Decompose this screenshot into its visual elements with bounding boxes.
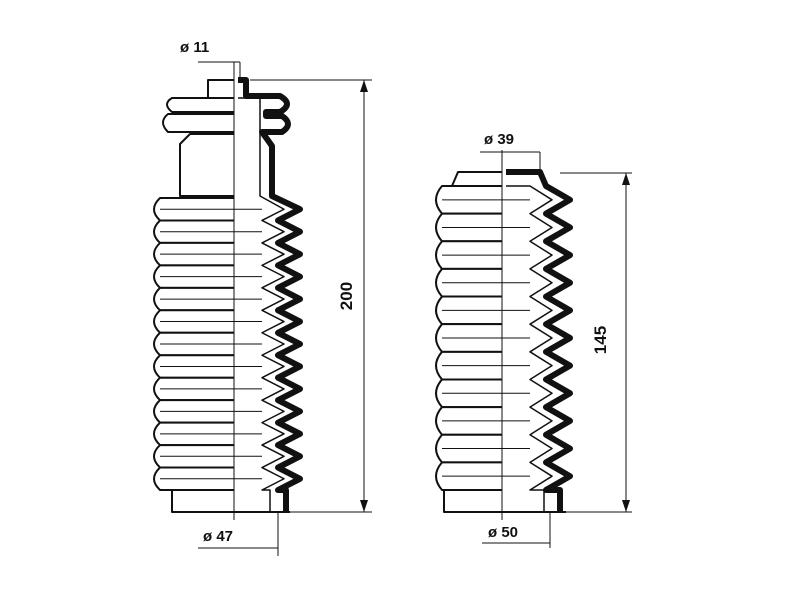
left-height-arrow-bottom xyxy=(360,500,368,512)
right-top-lip xyxy=(451,171,502,187)
left-shoulder xyxy=(179,133,234,197)
right-bottom-diameter-label: ø 50 xyxy=(488,524,518,541)
left-neck-top xyxy=(207,79,234,99)
right-boot-section-half xyxy=(444,169,573,513)
left-section-wall xyxy=(238,77,303,512)
left-bottom-diameter-label: ø 47 xyxy=(203,528,233,545)
left-boot-exterior-half xyxy=(153,79,234,513)
left-boot-section-half xyxy=(234,77,303,513)
right-height-arrow-top xyxy=(622,173,630,185)
right-section-wall xyxy=(506,169,573,512)
left-section-inner xyxy=(238,97,285,512)
left-neck-ring-2 xyxy=(162,113,234,133)
left-base-collar xyxy=(171,489,234,513)
right-section-inner xyxy=(506,185,553,512)
right-height-arrow-bottom xyxy=(622,500,630,512)
right-top-diameter-label: ø 39 xyxy=(484,131,514,148)
dimension-lines xyxy=(198,61,632,556)
right-bellows-boot xyxy=(435,150,573,520)
left-bellows-boot xyxy=(153,62,303,520)
left-height-label: 200 xyxy=(337,282,356,310)
right-height-label: 145 xyxy=(591,326,610,354)
dimension-arrows xyxy=(360,80,630,512)
right-base-collar xyxy=(443,489,502,513)
left-neck-ring-1 xyxy=(166,97,234,113)
left-height-arrow-top xyxy=(360,80,368,92)
right-boot-exterior-half xyxy=(435,171,502,513)
left-top-diameter-label: ø 11 xyxy=(180,39,209,56)
